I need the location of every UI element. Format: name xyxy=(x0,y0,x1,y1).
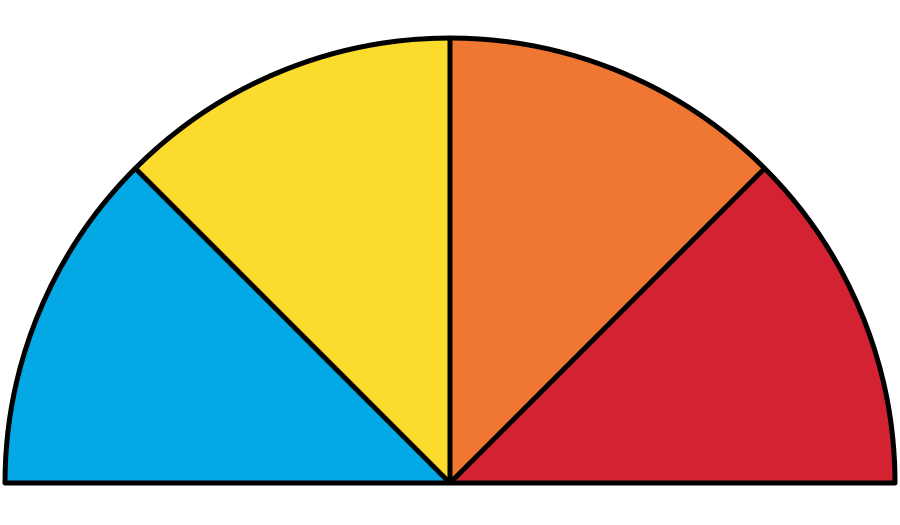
segment-center-right xyxy=(450,38,765,483)
divider-line xyxy=(132,165,453,486)
dividers-group xyxy=(132,35,768,486)
semicircle-outline xyxy=(2,35,898,486)
segment-center-left xyxy=(135,38,451,483)
segment-left xyxy=(5,168,450,484)
divider-line xyxy=(447,165,768,486)
segments-group xyxy=(5,38,895,484)
segment-right xyxy=(450,168,895,484)
